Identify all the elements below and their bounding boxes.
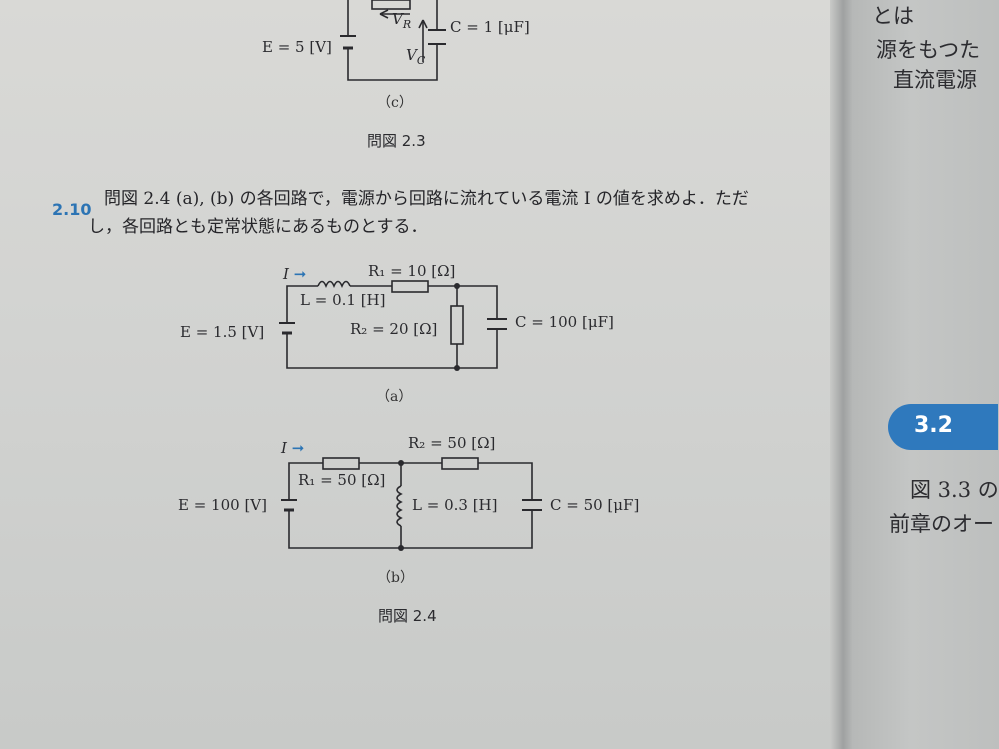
junction-dot (398, 545, 404, 551)
right-page-line-2: 源をもつた (876, 38, 981, 62)
fig-b-current-arrow: I ➞ (281, 439, 305, 457)
fig-c-c-label: C = 1 [μF] (450, 18, 530, 36)
circuit-b (281, 457, 542, 549)
fig-b-l-label: L = 0.3 [H] (412, 496, 498, 514)
junction-dot (454, 283, 460, 289)
problem-line-2: し，各回路とも定常状態にあるものとする． (88, 217, 428, 237)
fig-a-e-label: E = 1.5 [V] (180, 323, 265, 341)
fig-b-subcaption: （b） (377, 570, 414, 586)
fig-a-r1-label: R₁ = 10 [Ω] (368, 262, 456, 280)
section-number-badge: 3.2 (888, 404, 998, 450)
fig-a-c-label: C = 100 [μF] (515, 313, 614, 331)
fig-b-r2-label: R₂ = 50 [Ω] (408, 434, 496, 452)
fig-a-current-arrow: I ➞ (283, 265, 307, 283)
fig-a-subcaption: （a） (376, 389, 413, 405)
circuit-c (340, 0, 446, 81)
fig-c-subcaption: （c） (377, 95, 413, 111)
fig-a-r2-label: R₂ = 20 [Ω] (350, 320, 438, 338)
fig-b-c-label: C = 50 [μF] (550, 496, 640, 514)
right-page-line-4: 図 3.3 の (910, 478, 999, 502)
junction-dot (454, 365, 460, 371)
figure-2-4-caption: 問図 2.4 (378, 607, 437, 625)
right-page-line-1: とは (872, 4, 914, 28)
right-page-line-5: 前章のオー (889, 512, 994, 536)
fig-c-e-label: E = 5 [V] (262, 38, 332, 56)
circuit-a (279, 280, 507, 369)
fig-c-vc-label: VC (406, 46, 426, 67)
junction-dot (398, 460, 404, 466)
left-page (0, 0, 842, 749)
problem-line-1: 問図 2.4 (a), (b) の各回路で，電源から回路に流れている電流 I の… (104, 189, 749, 209)
right-page-line-3: 直流電源 (893, 68, 977, 92)
fig-b-r1-label: R₁ = 50 [Ω] (298, 471, 386, 489)
figure-2-3-caption: 問図 2.3 (367, 132, 426, 150)
fig-c-vr-label: VR (392, 10, 412, 31)
right-page (852, 0, 999, 749)
arrow-right-icon: ➞ (293, 265, 307, 283)
fig-a-l-label: L = 0.1 [H] (300, 291, 386, 309)
book-gutter (830, 0, 854, 749)
fig-b-e-label: E = 100 [V] (178, 496, 267, 514)
arrow-right-icon: ➞ (291, 439, 305, 457)
problem-number: 2.10 (52, 200, 92, 219)
